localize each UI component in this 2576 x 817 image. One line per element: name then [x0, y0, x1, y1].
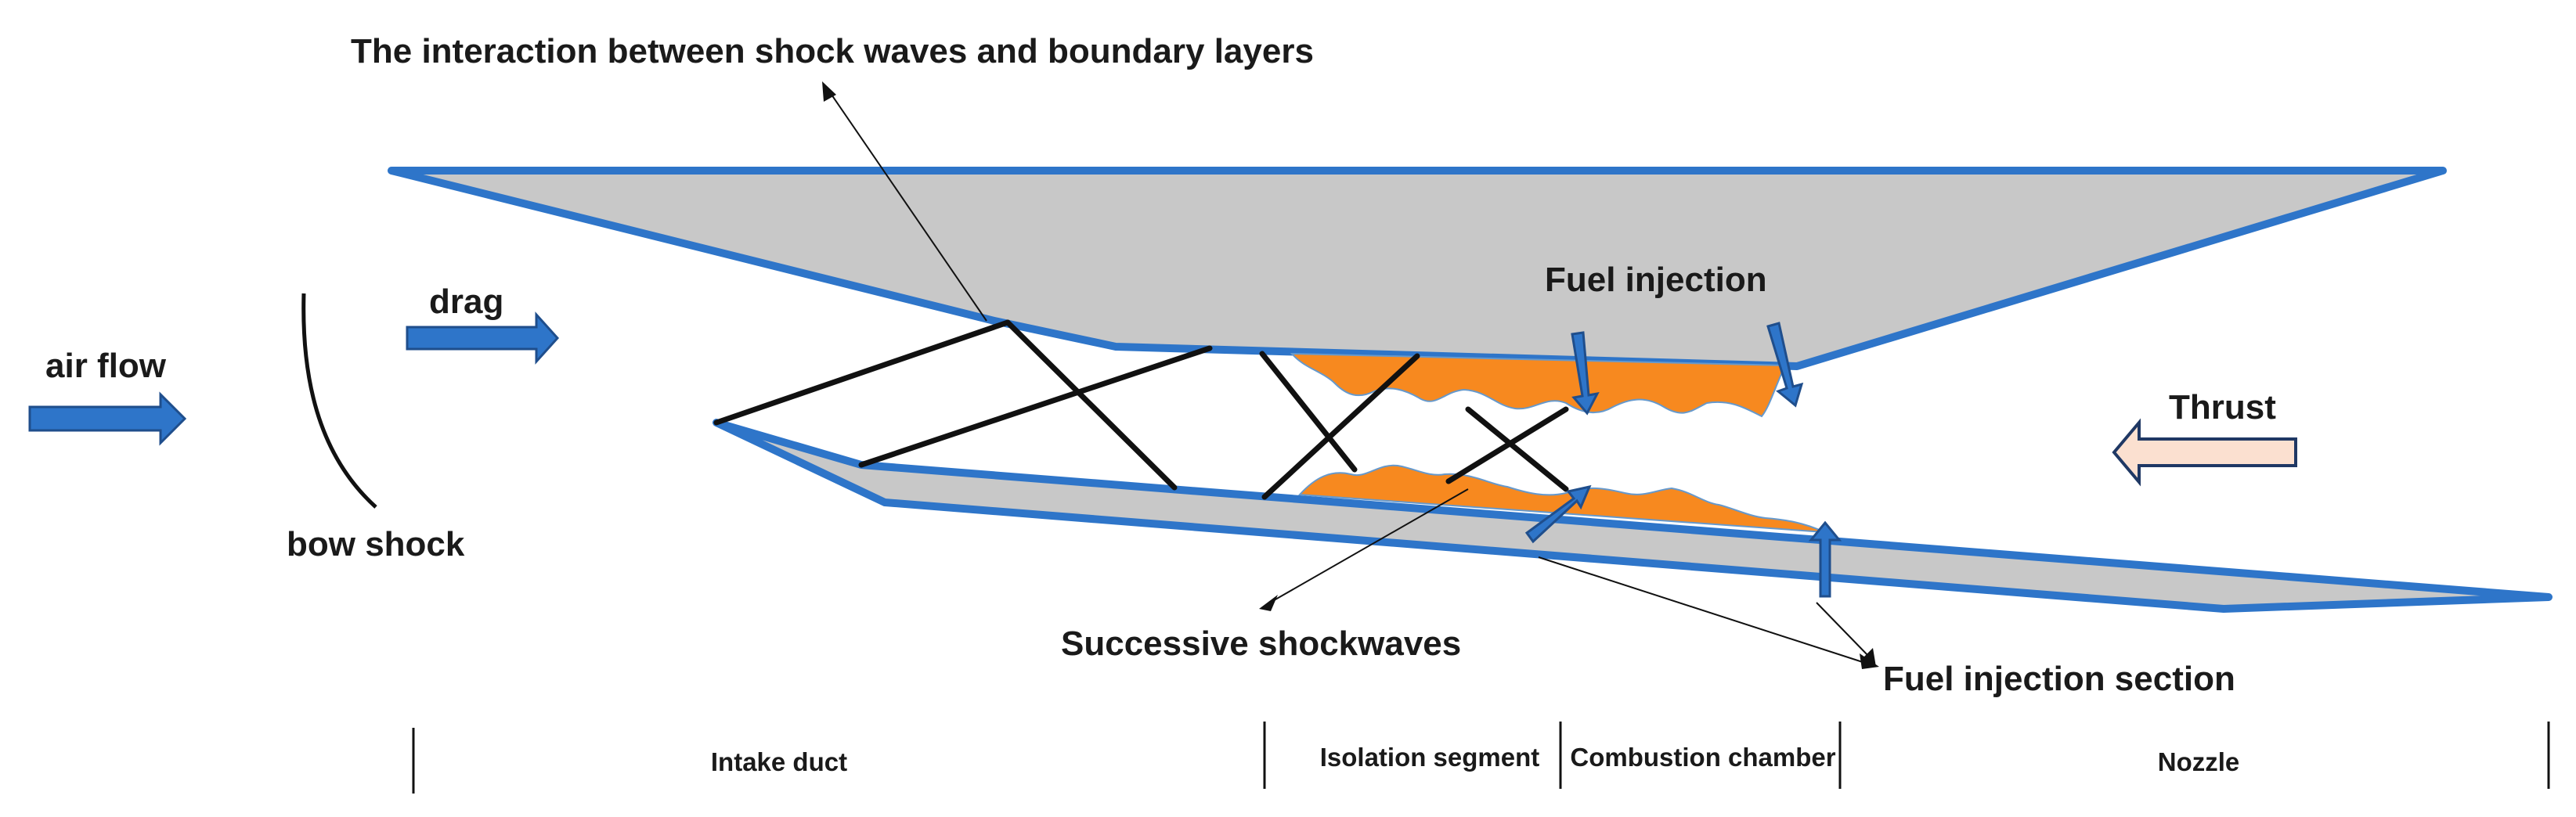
fuel-injection-label: Fuel injection: [1545, 261, 1767, 299]
fuel-injection-section-label: Fuel injection section: [1883, 660, 2235, 698]
injector-arrow-lower-left: [1524, 484, 1592, 544]
isolator-shocks: [1259, 351, 1569, 500]
thrust-arrow-icon: [2112, 418, 2297, 487]
thrust-label: Thrust: [2169, 388, 2276, 426]
injector-arrow-upper-left: [1571, 331, 1600, 416]
upper-flame: [1290, 352, 1787, 418]
bow-shock-label: bow shock: [287, 525, 465, 563]
section-nozzle: Nozzle: [2158, 747, 2240, 776]
upper-wall: [388, 167, 2447, 370]
section-intake-duct: Intake duct: [711, 747, 847, 776]
drag-label: drag: [429, 283, 503, 321]
bow-shock-curve: [301, 293, 377, 509]
air-flow-arrow-icon: [28, 391, 187, 446]
lower-wall: [713, 419, 2553, 613]
drag-arrow-icon: [406, 311, 560, 365]
injector-arrow-upper-right: [1766, 322, 1804, 408]
fuel-injector-arrows: [1524, 322, 1842, 598]
interaction-label: The interaction between shock waves and …: [351, 32, 1314, 70]
intake-shocks: [713, 319, 1213, 491]
lower-flame: [1297, 464, 1825, 533]
section-isolation-segment: Isolation segment: [1320, 743, 1540, 772]
section-dividers: [412, 722, 2550, 794]
section-combustion-chamber: Combustion chamber: [1570, 743, 1835, 772]
injector-arrow-lower-right: [1808, 520, 1842, 598]
air-flow-label: air flow: [45, 347, 167, 385]
annotation-arrowheads: [822, 81, 1879, 669]
successive-shockwaves-label: Successive shockwaves: [1061, 624, 1461, 663]
annotation-lines: [829, 92, 1871, 664]
